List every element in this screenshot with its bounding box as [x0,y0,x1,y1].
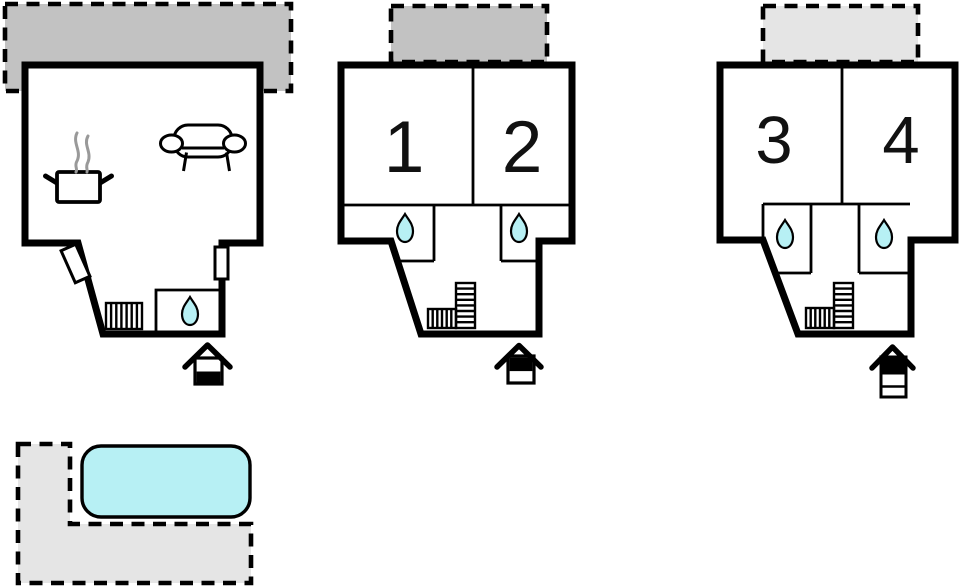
balcony [388,3,550,65]
pool-area [15,441,254,586]
bathroom-wall [499,205,536,263]
floor-plan-ground [2,1,294,386]
sofa-icon [159,123,247,172]
entrance-arrow-icon [869,344,916,399]
stairs-icon [426,281,477,330]
bathroom-wall [154,288,222,334]
bathroom-wall [761,204,813,275]
first-floor-area [341,65,572,334]
door-icon [213,245,230,281]
room-label: 4 [882,103,919,178]
swimming-pool [80,444,252,519]
bathroom-wall [857,204,910,275]
floor-plan-first: 1 2 [337,3,576,385]
outer-walls [337,61,576,338]
entrance-arrow-icon [182,342,233,386]
outer-walls [21,61,264,338]
floor-plan-second: 3 4 [716,3,959,399]
bathroom-wall [399,205,436,263]
stairs-icon [804,281,855,330]
balcony [760,3,921,65]
stairs-icon [104,301,144,331]
outer-walls [716,61,959,338]
pool-terrace [15,441,254,586]
second-floor-area [720,65,955,334]
entrance-arrow-icon [494,342,544,385]
room-label: 2 [502,107,543,188]
room-label: 1 [384,107,425,188]
door-icon [59,242,92,285]
room-label: 3 [755,103,792,178]
cooking-pot-icon [43,170,114,204]
steam-icon [74,131,91,174]
